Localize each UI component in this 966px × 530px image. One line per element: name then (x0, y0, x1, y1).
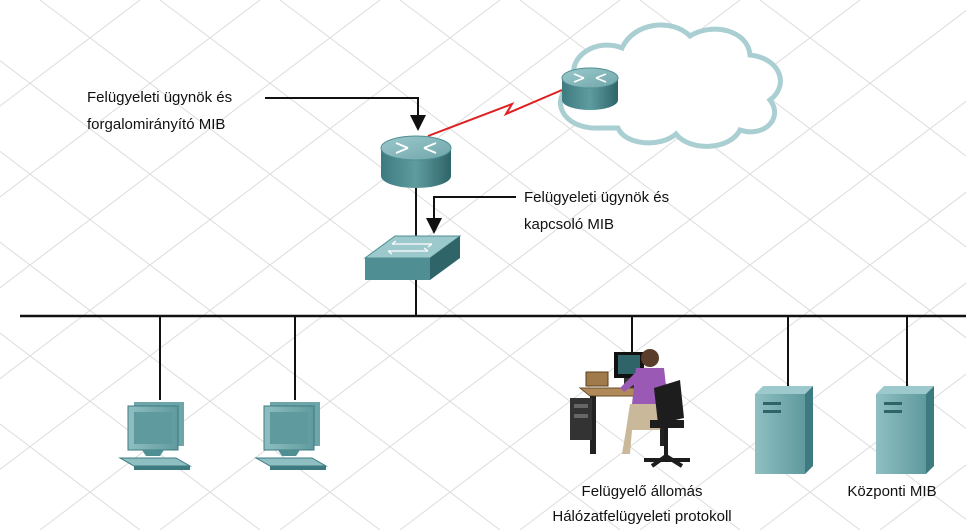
switch-agent-label-line1: Felügyeleti ügynök és (524, 189, 670, 206)
router-agent-label-line2: forgalomirányító MIB (87, 116, 226, 133)
switch-annotation-arrow (426, 196, 516, 234)
station-label-line2: Hálózatfelügyeleti protokoll (552, 508, 732, 525)
remote-router-icon (561, 67, 619, 110)
operator-workstation-icon (570, 349, 690, 468)
central-mib-label: Központi MIB (847, 483, 937, 500)
monitor-icon (118, 402, 192, 470)
station-label-line1: Felügyelő állomás (581, 483, 703, 500)
wan-link (427, 89, 563, 137)
router-agent-label-line1: Felügyeleti ügynök és (87, 89, 233, 106)
server-icon (755, 386, 813, 474)
monitor-icon (254, 402, 328, 470)
local-router-icon (380, 135, 452, 188)
cloud-icon (558, 22, 783, 149)
server-icon (876, 386, 934, 474)
switch-icon (363, 235, 462, 280)
switch-agent-label-line2: kapcsoló MIB (524, 216, 615, 233)
router-annotation-arrow (265, 97, 426, 131)
